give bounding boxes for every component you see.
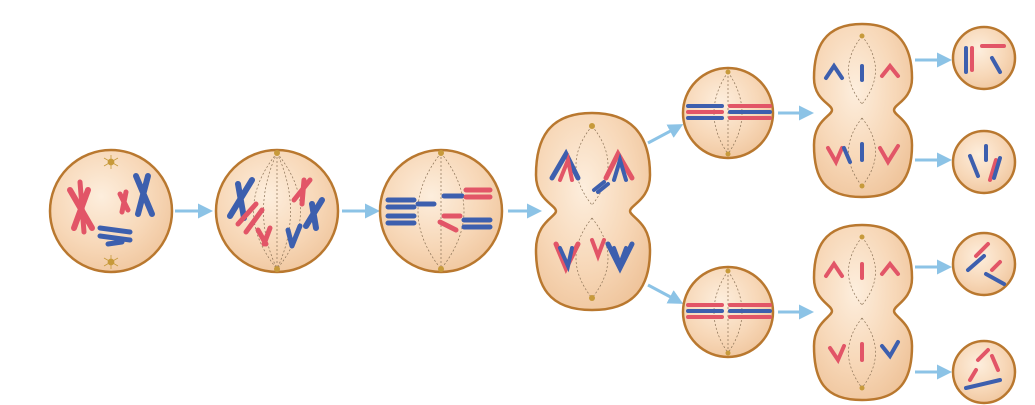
daughter-cell-4 (951, 339, 1017, 405)
centrosome-icon (589, 123, 595, 301)
arrow-icon (647, 283, 684, 304)
chromosomes (67, 173, 155, 247)
centrosome-icon (859, 33, 865, 189)
chromosomes (824, 62, 900, 167)
chromosomes (824, 260, 900, 365)
cell-anaphase-2-top (812, 22, 914, 199)
arrows (175, 52, 952, 380)
spindle-fibers (417, 152, 465, 270)
chromosomes (549, 148, 635, 275)
cell-metaphase-2-bottom (681, 265, 775, 359)
spindle-fibers (713, 270, 743, 354)
chromosomes (385, 187, 493, 233)
chromosomes (227, 177, 325, 249)
cell-icon (951, 129, 1017, 195)
daughter-cell-1 (951, 25, 1017, 91)
centrosome-icon (274, 150, 280, 272)
cell-icon (951, 25, 1017, 91)
centrosome-icon (438, 150, 444, 272)
centrosome-icon (725, 268, 731, 356)
spindle-fibers (713, 71, 743, 155)
chromosomes (686, 104, 772, 120)
cell-icon (951, 231, 1017, 297)
daughter-cell-2 (951, 129, 1017, 195)
centrosome-icon (859, 234, 865, 391)
arrow-icon (647, 124, 684, 145)
spindle-fibers (848, 35, 876, 187)
dividing-cell-icon (812, 223, 914, 402)
cell-metaphase-1 (378, 148, 504, 274)
chromosomes (686, 303, 772, 319)
cell-icon (951, 339, 1017, 405)
dividing-cell-icon (812, 22, 914, 199)
spindle-fibers (575, 125, 609, 299)
cell-prophase-1 (48, 148, 174, 274)
dividing-cell-icon (534, 111, 652, 312)
cell-telophase-1 (534, 111, 652, 312)
centrosome-icon (725, 69, 731, 157)
centrosome-icon (103, 155, 119, 269)
cell-anaphase-2-bottom (812, 223, 914, 402)
spindle-fibers (848, 236, 876, 389)
cell-prometaphase-1 (214, 148, 340, 274)
cell-metaphase-2-top (681, 66, 775, 160)
daughter-cell-3 (951, 231, 1017, 297)
